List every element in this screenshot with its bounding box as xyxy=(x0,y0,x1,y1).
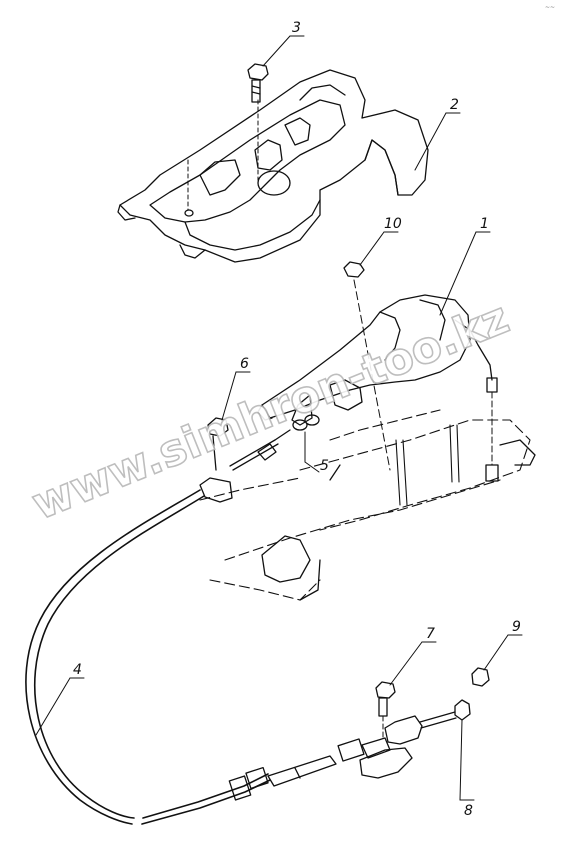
bolt-part-3 xyxy=(247,63,269,103)
callout-9: 9 xyxy=(512,619,521,635)
callout-5: 5 xyxy=(320,458,329,474)
switch-connector xyxy=(485,464,499,482)
callout-1: 1 xyxy=(480,216,489,232)
nut-alignment-line xyxy=(353,279,391,471)
cover-alignment-lines xyxy=(187,99,259,211)
mounting-studs xyxy=(395,424,460,506)
cable-part-4 xyxy=(25,489,271,825)
callout-3: 3 xyxy=(292,20,301,36)
callout-10: 10 xyxy=(384,216,402,232)
nut-part-8 xyxy=(454,699,471,721)
console-cover-part xyxy=(117,69,429,263)
cable-sheath-fittings xyxy=(228,737,391,801)
floor-tunnel-solid xyxy=(261,439,536,601)
watermark-text: www.simhron-too.kz xyxy=(25,292,516,530)
cable-end-bracket xyxy=(359,711,457,779)
callout-8: 8 xyxy=(464,803,473,819)
callout-2: 2 xyxy=(450,97,459,113)
floor-tunnel-outline xyxy=(199,409,531,601)
callout-6: 6 xyxy=(240,356,249,372)
bolt-part-7 xyxy=(375,681,396,741)
nut-part-9 xyxy=(471,667,490,687)
clip-part-6 xyxy=(199,417,279,503)
brake-lever-part xyxy=(257,294,498,426)
adjuster-part-5 xyxy=(274,414,320,441)
callout-7: 7 xyxy=(426,626,435,642)
callout-4: 4 xyxy=(73,662,82,678)
callout-leader-lines xyxy=(35,35,523,801)
corner-note: ~~ xyxy=(545,4,555,11)
nut-part-10 xyxy=(343,261,365,278)
